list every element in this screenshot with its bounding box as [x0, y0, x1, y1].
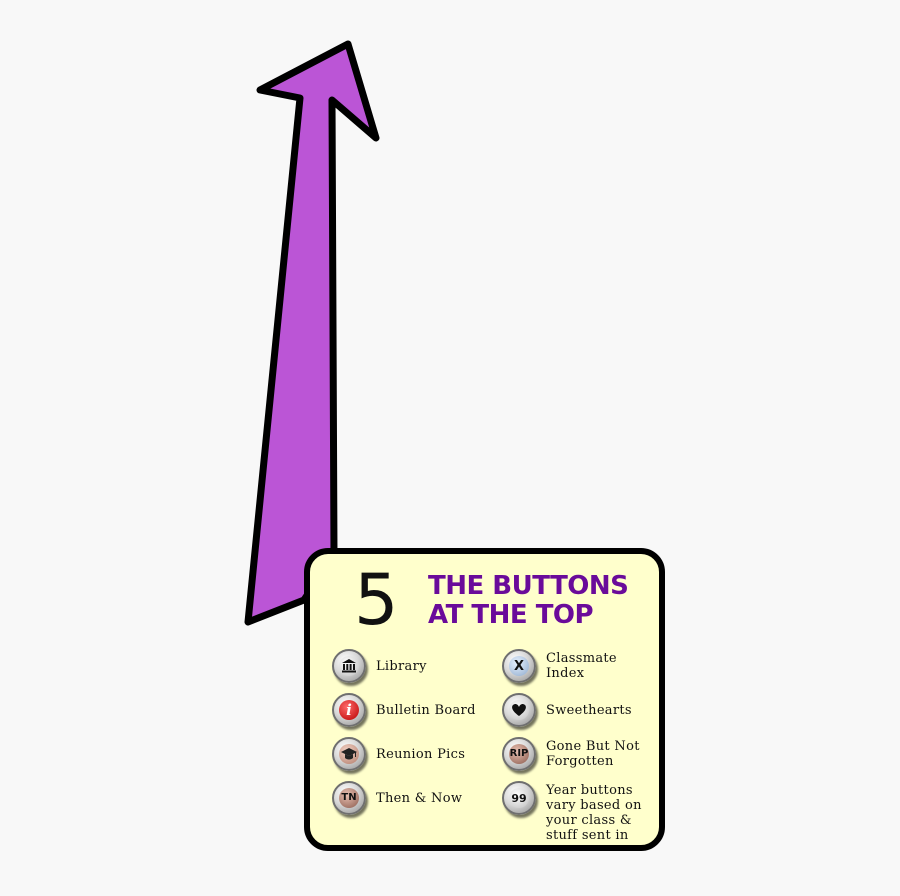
year-99-icon: 99 [502, 781, 536, 815]
building-icon [332, 649, 366, 683]
then-and-now-label: Then & Now [376, 790, 463, 806]
reunion-pics-label: Reunion Pics [376, 746, 466, 762]
heart-icon [502, 693, 536, 727]
panel-heading: THE BUTTONS AT THE TOP [428, 571, 629, 630]
reunion-pics-button[interactable]: Reunion Pics [332, 737, 465, 771]
gone-but-not-forgotten-button[interactable]: RIP Gone But Not Forgotten [502, 737, 656, 771]
then-and-now-button[interactable]: TN Then & Now [332, 781, 462, 815]
classmate-index-label: Classmate Index [546, 651, 617, 681]
graduation-cap-icon [332, 737, 366, 771]
bulletin-board-label: Bulletin Board [376, 702, 476, 718]
gone-but-not-forgotten-label: Gone But Not Forgotten [546, 739, 640, 769]
library-button[interactable]: Library [332, 649, 427, 683]
buttons-info-panel: 5 THE BUTTONS AT THE TOP Library X Cl [304, 548, 665, 851]
year-buttons-button[interactable]: 99 Year buttons vary based on your class… [502, 781, 656, 843]
rip-icon: RIP [502, 737, 536, 771]
heading-line-1: THE BUTTONS [428, 571, 629, 601]
year-buttons-label: Year buttons vary based on your class & … [546, 783, 642, 843]
classmate-index-button[interactable]: X Classmate Index [502, 649, 636, 683]
heading-line-2: AT THE TOP [428, 600, 594, 630]
sweethearts-label: Sweethearts [546, 702, 632, 718]
x-icon: X [502, 649, 536, 683]
tn-icon: TN [332, 781, 366, 815]
bulletin-board-button[interactable]: i Bulletin Board [332, 693, 476, 727]
library-label: Library [376, 658, 427, 674]
step-number: 5 [354, 559, 399, 641]
sweethearts-button[interactable]: Sweethearts [502, 693, 632, 727]
info-icon: i [332, 693, 366, 727]
